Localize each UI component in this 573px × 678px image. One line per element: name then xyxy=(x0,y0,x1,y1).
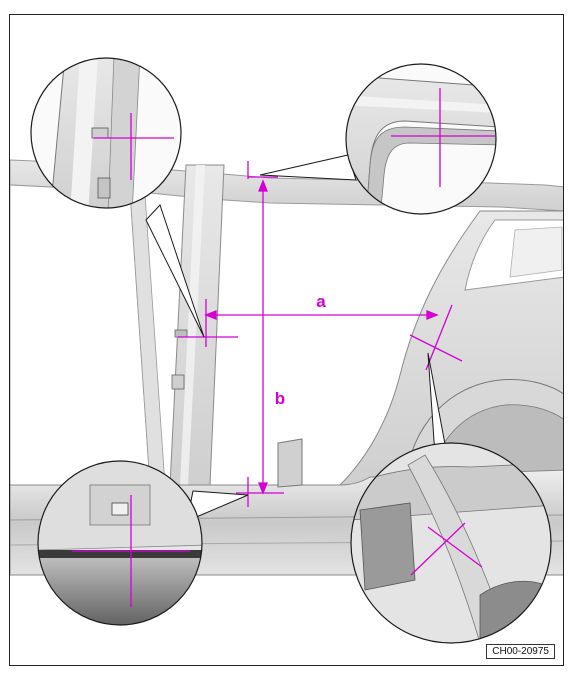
vehicle-body-diagram: a b xyxy=(10,57,563,644)
detail-view-bottom-right xyxy=(350,442,552,644)
dimension-a-arrow-right xyxy=(426,310,439,320)
dimension-a-arrow-left xyxy=(204,310,217,320)
dimension-b-arrow-top xyxy=(258,179,268,192)
detail-view-top-left xyxy=(30,57,182,209)
dimension-lines xyxy=(178,161,463,507)
detail-view-top-right xyxy=(345,63,497,215)
detail-view-bottom-left xyxy=(37,460,203,626)
dimension-b-arrow-bottom xyxy=(258,482,268,495)
dimension-a-label: a xyxy=(316,292,326,311)
dimension-b-label: b xyxy=(275,389,285,408)
figure-id-label: CH00-20975 xyxy=(486,644,555,659)
diagram-frame: a b xyxy=(9,14,564,666)
callout-connectors xyxy=(145,154,448,522)
